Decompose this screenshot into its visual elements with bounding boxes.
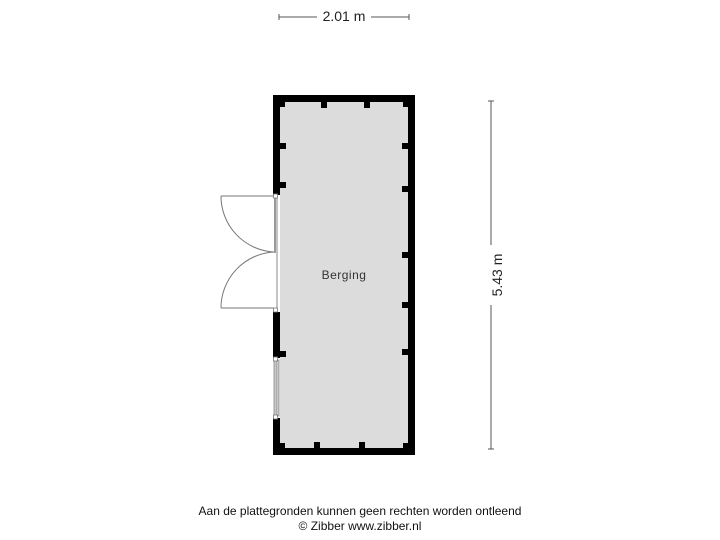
room-label-berging: Berging (321, 268, 367, 282)
footer: Aan de plattegronden kunnen geen rechten… (0, 504, 720, 534)
width-dimension-line (278, 14, 410, 20)
copyright-text: © Zibber www.zibber.nl (298, 519, 422, 533)
double-door (220, 193, 280, 313)
walls (273, 95, 415, 455)
window (273, 356, 280, 420)
height-dimension-line (488, 100, 494, 450)
width-dimension-label: 2.01 m (322, 8, 366, 24)
room-floor (280, 102, 408, 448)
wall-studs (280, 102, 408, 448)
disclaimer-text: Aan de plattegronden kunnen geen rechten… (198, 504, 522, 518)
height-dimension-label: 5.43 m (489, 253, 505, 297)
